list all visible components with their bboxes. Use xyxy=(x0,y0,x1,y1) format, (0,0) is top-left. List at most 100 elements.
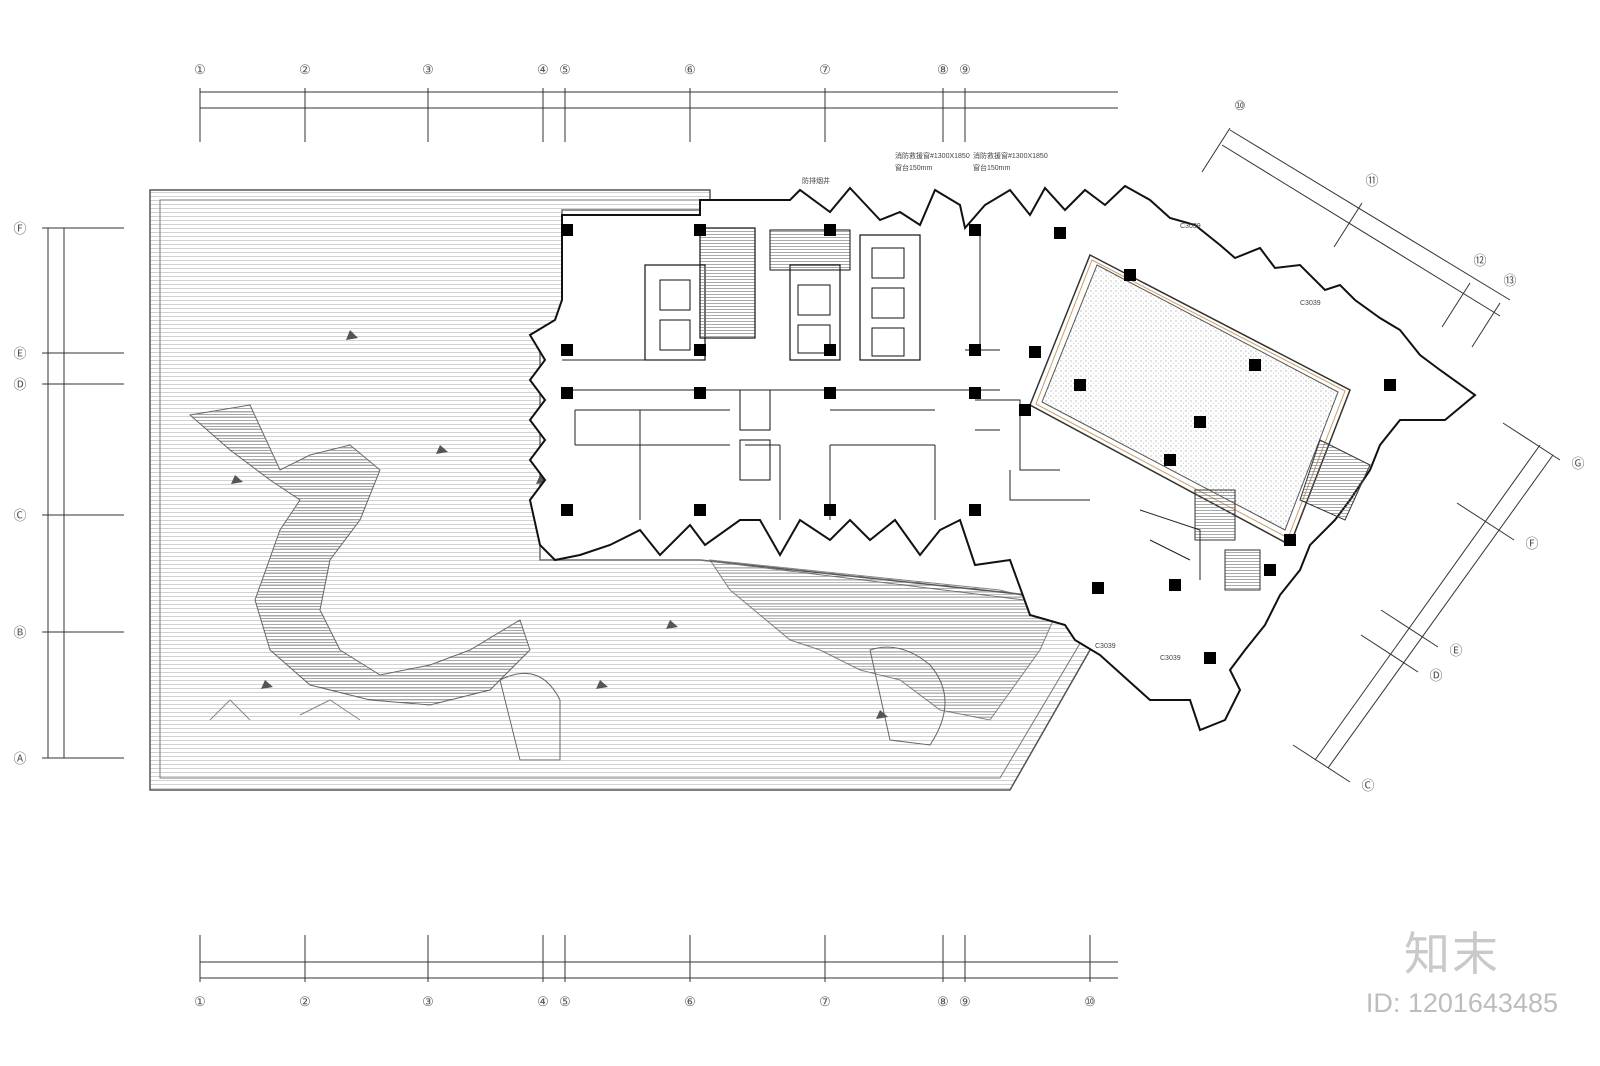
column-30 xyxy=(1384,379,1396,391)
axis-label-bottom-1: ① xyxy=(194,994,206,1009)
column-10 xyxy=(824,344,836,356)
bottom-dimension-lines xyxy=(200,961,1118,979)
diagonal-dimension-right xyxy=(1314,444,1554,769)
paving-pattern xyxy=(188,404,531,706)
axis-label-top-8: ⑧ xyxy=(937,62,949,77)
left-dimension-lines xyxy=(47,228,65,758)
column-28 xyxy=(1204,652,1216,664)
diagonal-dimension-top xyxy=(1221,129,1511,317)
axis-label-bottom-2: ② xyxy=(299,994,311,1009)
axis-label-top-6: ⑥ xyxy=(684,62,696,77)
column-9 xyxy=(824,224,836,236)
axis-label-left-4: Ⓒ xyxy=(13,508,26,523)
column-27 xyxy=(1019,404,1031,416)
axis-label-top-5: ⑤ xyxy=(559,62,571,77)
column-3 xyxy=(561,387,573,399)
window-code-1: C3039 xyxy=(1180,223,1201,230)
left-axis-ticks xyxy=(42,227,124,759)
axis-line-diag-top-3 xyxy=(1441,282,1471,328)
window-code-2: C3039 xyxy=(1300,300,1321,307)
axis-label-diag-right-2: Ⓕ xyxy=(1525,536,1538,551)
diagonal-right-axis-labels: Ⓖ Ⓕ Ⓔ Ⓓ Ⓒ xyxy=(1361,456,1584,793)
axis-label-bottom-4: ④ xyxy=(537,994,549,1009)
axis-label-diag-right-4: Ⓓ xyxy=(1429,668,1442,683)
column-8 xyxy=(694,504,706,516)
note-window-sill-1: 窗台150mm xyxy=(895,163,933,172)
axis-line-diag-top-2 xyxy=(1333,202,1363,248)
tower-outline xyxy=(528,184,1477,732)
partitions xyxy=(562,230,1201,580)
axis-label-diag-right-1: Ⓖ xyxy=(1571,456,1584,471)
column-19 xyxy=(1164,454,1176,466)
axis-label-bottom-5: ⑤ xyxy=(559,994,571,1009)
top-dimension-lines xyxy=(200,91,1118,109)
column-5 xyxy=(694,224,706,236)
column-26 xyxy=(1284,534,1296,546)
axis-label-diag-right-3: Ⓔ xyxy=(1449,643,1462,658)
structural-columns xyxy=(561,224,1396,664)
column-22 xyxy=(1029,346,1041,358)
axis-line-diag-right-3 xyxy=(1380,609,1439,648)
axis-label-left-2: Ⓔ xyxy=(13,346,26,361)
watermark-logo: 知末 xyxy=(1404,927,1500,981)
column-18 xyxy=(1124,269,1136,281)
note-shaft: 防排烟井 xyxy=(802,176,830,185)
roof-terrace xyxy=(149,189,1101,791)
axis-label-diag-right-5: Ⓒ xyxy=(1361,778,1374,793)
axis-label-bottom-7: ⑦ xyxy=(819,994,831,1009)
bottom-axis-ticks xyxy=(199,935,1091,982)
core xyxy=(644,227,921,481)
column-21 xyxy=(1074,379,1086,391)
column-12 xyxy=(824,504,836,516)
note-rescue-window-1: 消防救援窗#1300X1850 xyxy=(895,151,970,160)
column-23 xyxy=(1249,359,1261,371)
axis-label-top-2: ② xyxy=(299,62,311,77)
column-15 xyxy=(969,387,981,399)
axis-label-top-9: ⑨ xyxy=(959,62,971,77)
note-window-sill-2: 窗台150mm xyxy=(973,163,1011,172)
axis-label-left-1: Ⓕ xyxy=(13,221,26,236)
axis-label-bottom-10: ⑩ xyxy=(1084,994,1096,1009)
axis-line-diag-right-1 xyxy=(1502,422,1561,461)
annotations: 消防救援窗#1300X1850 窗台150mm 消防救援窗#1300X1850 … xyxy=(802,151,1321,662)
axis-label-top-4: ④ xyxy=(537,62,549,77)
column-1 xyxy=(561,224,573,236)
axis-label-bottom-6: ⑥ xyxy=(684,994,696,1009)
top-axis-ticks xyxy=(199,88,966,142)
axis-label-left-6: Ⓐ xyxy=(13,751,26,766)
column-7 xyxy=(694,387,706,399)
column-14 xyxy=(969,344,981,356)
column-25 xyxy=(1264,564,1276,576)
axis-label-diag-top-4: ⑬ xyxy=(1503,273,1516,288)
column-24 xyxy=(1169,579,1181,591)
column-20 xyxy=(1194,416,1206,428)
axis-label-diag-top-2: ⑪ xyxy=(1365,173,1378,188)
axis-label-diag-top-1: ⑩ xyxy=(1234,98,1246,113)
diagonal-top-axis-ticks xyxy=(1201,127,1501,348)
watermark-id: ID: 1201643485 xyxy=(1365,988,1558,1018)
axis-label-bottom-3: ③ xyxy=(422,994,434,1009)
axis-line-diag-right-4 xyxy=(1360,634,1419,673)
column-13 xyxy=(969,224,981,236)
axis-label-diag-top-3: ⑫ xyxy=(1473,253,1486,268)
axis-line-diag-top-4 xyxy=(1471,302,1501,348)
column-6 xyxy=(694,344,706,356)
window-code-3: C3039 xyxy=(1160,655,1181,662)
stair-right xyxy=(1194,439,1371,591)
axis-line-diag-right-2 xyxy=(1456,502,1515,541)
axis-label-bottom-9: ⑨ xyxy=(959,994,971,1009)
axis-label-top-7: ⑦ xyxy=(819,62,831,77)
diagonal-right-axis-ticks xyxy=(1292,422,1561,783)
axis-label-top-3: ③ xyxy=(422,62,434,77)
note-rescue-window-2: 消防救援窗#1300X1850 xyxy=(973,151,1048,160)
column-17 xyxy=(1054,227,1066,239)
diagonal-top-axis-labels: ⑩ ⑪ ⑫ ⑬ xyxy=(1234,98,1516,288)
axis-line-diag-top-1 xyxy=(1201,127,1231,173)
column-29 xyxy=(1092,582,1104,594)
column-2 xyxy=(561,344,573,356)
axis-label-left-5: Ⓑ xyxy=(13,625,26,640)
